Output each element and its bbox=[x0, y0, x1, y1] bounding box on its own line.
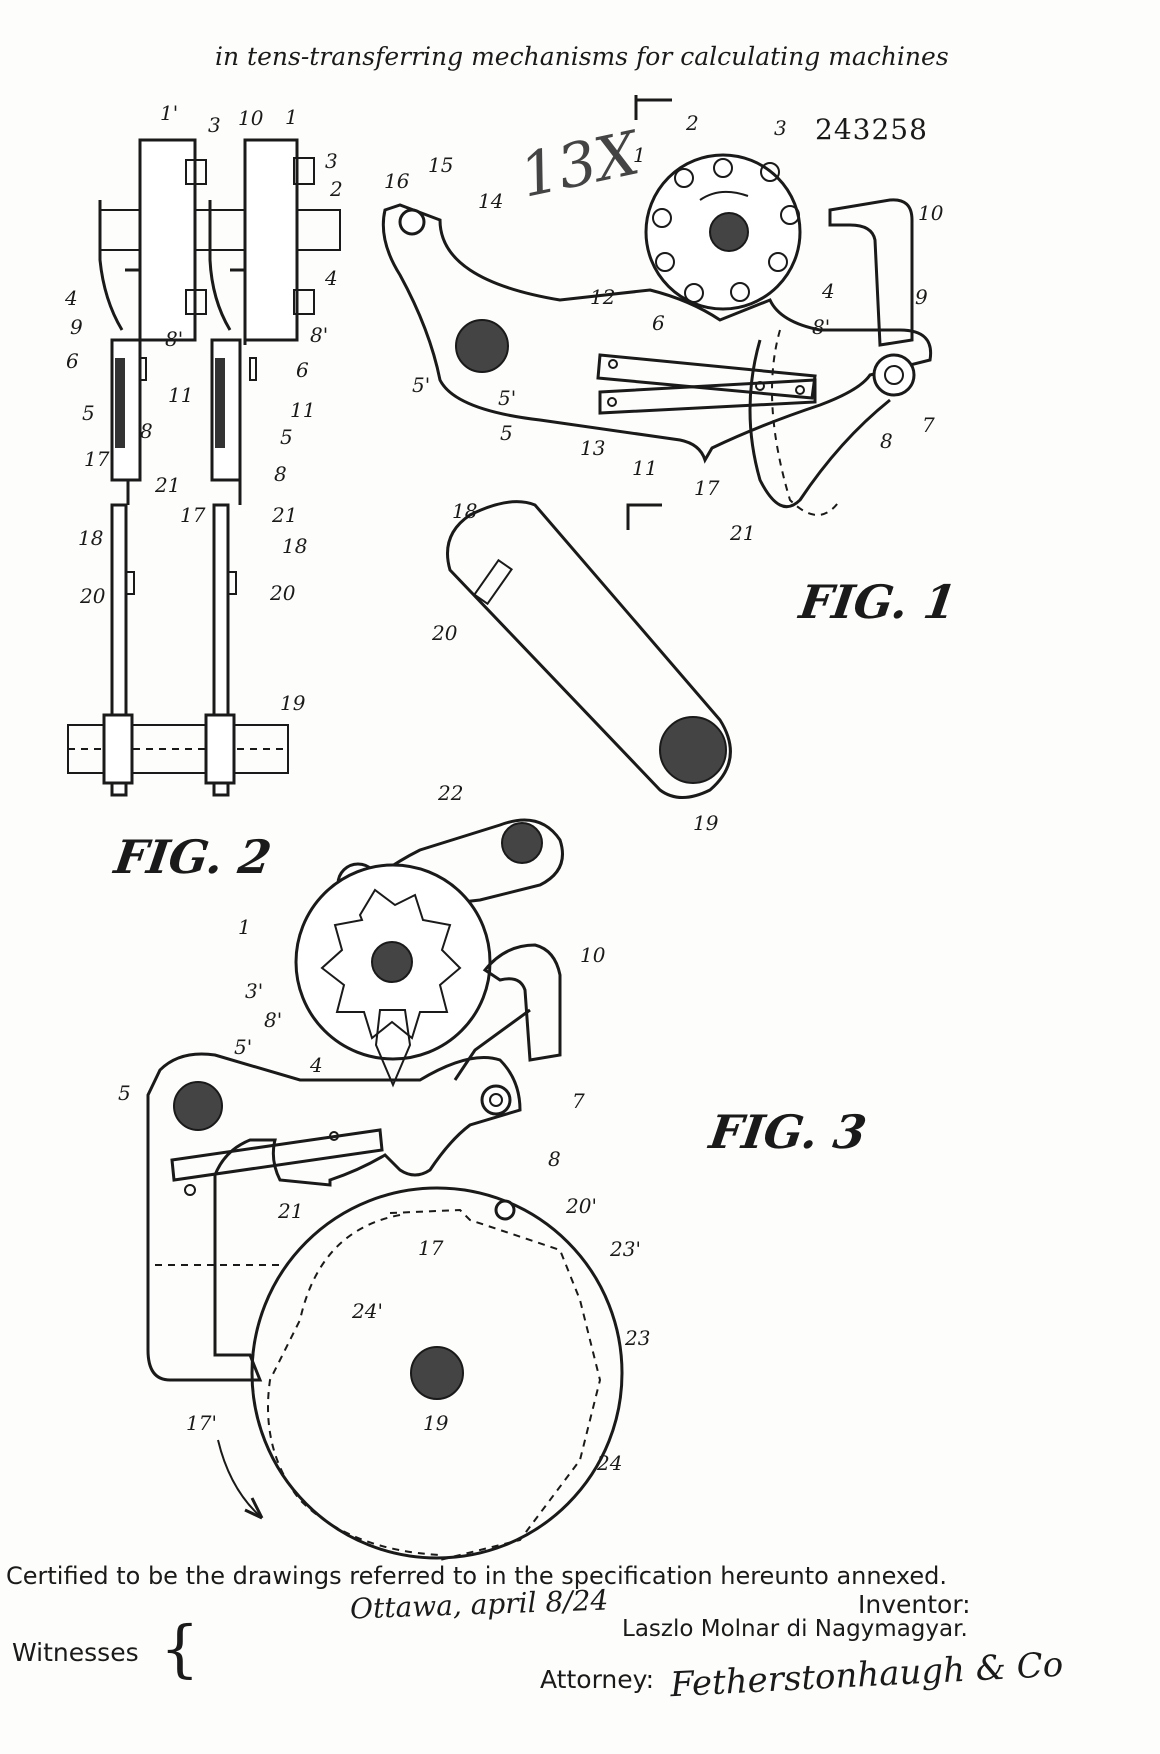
fig1-caption: FIG. 1 bbox=[796, 575, 960, 629]
ref-label: 18 bbox=[78, 526, 103, 550]
ref-label: 9 bbox=[70, 315, 83, 339]
certification-statement: Certified to be the drawings referred to… bbox=[6, 1562, 948, 1590]
ref-label: 20' bbox=[565, 1194, 597, 1218]
fig3-drawing bbox=[146, 818, 624, 1561]
ref-label: 14 bbox=[478, 189, 503, 213]
ref-label: 3 bbox=[208, 113, 221, 137]
witnesses-brace: { bbox=[160, 1612, 200, 1685]
ref-label: 5 bbox=[500, 421, 513, 445]
inventor-label: Inventor: bbox=[858, 1590, 971, 1619]
ref-label: 22 bbox=[437, 781, 463, 805]
ref-label: 6 bbox=[652, 311, 665, 335]
ref-label: 8 bbox=[274, 462, 287, 486]
inventor-name: Laszlo Molnar di Nagymagyar. bbox=[622, 1616, 968, 1642]
ref-label: 8' bbox=[264, 1008, 282, 1032]
patent-number: 243258 bbox=[815, 113, 928, 146]
ref-label: 21 bbox=[729, 521, 755, 545]
ref-label: 21 bbox=[271, 503, 297, 527]
ref-label: 17' bbox=[186, 1411, 217, 1435]
ref-label: 4 bbox=[324, 266, 338, 290]
ref-label: 5 bbox=[82, 401, 95, 425]
ref-label: 7 bbox=[922, 413, 935, 437]
drawing-title: in tens-transferring mechanisms for calc… bbox=[215, 42, 949, 71]
ref-label: 8 bbox=[140, 419, 153, 443]
ref-label: 10 bbox=[918, 201, 944, 225]
ref-label: 5 bbox=[280, 425, 293, 449]
ref-label: 5' bbox=[234, 1035, 252, 1059]
ref-label: 20 bbox=[431, 621, 458, 645]
ref-label: 16 bbox=[384, 169, 410, 193]
ref-label: 21 bbox=[154, 473, 180, 497]
reference-numerals: 1' 3 10 1 3 2 4 4 9 8' 8' 6 6 11 11 5 5 … bbox=[64, 101, 944, 1475]
ref-label: 24 bbox=[596, 1451, 622, 1475]
ref-label: 3 bbox=[325, 149, 338, 173]
ref-label: 5' bbox=[412, 373, 430, 397]
fig2-drawing bbox=[67, 138, 341, 797]
fig1-drawing bbox=[381, 95, 933, 799]
fig2-caption: FIG. 2 bbox=[111, 830, 275, 884]
ref-label: 8 bbox=[880, 429, 893, 453]
ref-label: 6 bbox=[296, 358, 309, 382]
ref-label: 10 bbox=[580, 943, 606, 967]
attorney-label: Attorney: bbox=[540, 1665, 655, 1694]
ref-label: 15 bbox=[428, 153, 453, 177]
ref-label: 18 bbox=[452, 499, 477, 523]
ref-label: 17 bbox=[84, 447, 110, 471]
ref-label: 19 bbox=[280, 691, 306, 715]
ref-label: 1 bbox=[238, 915, 251, 939]
fig3-caption: FIG. 3 bbox=[706, 1105, 870, 1159]
ref-label: 8' bbox=[310, 323, 328, 347]
ref-label: 4 bbox=[821, 279, 835, 303]
ref-label: 9 bbox=[915, 285, 928, 309]
ref-label: 19 bbox=[423, 1411, 449, 1435]
ref-label: 12 bbox=[590, 285, 615, 309]
ref-label: 5' bbox=[498, 386, 516, 410]
ref-label: 20 bbox=[269, 581, 296, 605]
ref-label: 4 bbox=[64, 286, 78, 310]
ref-label: 7 bbox=[572, 1089, 585, 1113]
ref-label: 8 bbox=[548, 1147, 561, 1171]
ref-label: 17 bbox=[180, 503, 206, 527]
ref-label: 2 bbox=[329, 177, 343, 201]
ref-label: 24' bbox=[351, 1299, 383, 1323]
ref-label: 17 bbox=[418, 1236, 444, 1260]
ref-label: 23 bbox=[624, 1326, 650, 1350]
ref-label: 13 bbox=[580, 436, 605, 460]
ref-label: 20 bbox=[79, 584, 106, 608]
ref-label: 23' bbox=[609, 1237, 641, 1261]
ref-label: 11 bbox=[290, 398, 315, 422]
ref-label: 8' bbox=[812, 315, 830, 339]
ref-label: 1 bbox=[285, 105, 298, 129]
ref-label: 11 bbox=[632, 456, 657, 480]
witnesses-label: Witnesses bbox=[12, 1638, 139, 1667]
ref-label: 11 bbox=[168, 383, 193, 407]
ref-label: 1' bbox=[160, 101, 178, 125]
ref-label: 8' bbox=[165, 327, 183, 351]
ref-label: 5 bbox=[118, 1081, 131, 1105]
ref-label: 2 bbox=[685, 111, 699, 135]
ref-label: 4 bbox=[309, 1053, 323, 1077]
ref-label: 19 bbox=[693, 811, 719, 835]
ref-label: 21 bbox=[277, 1199, 303, 1223]
ref-label: 3' bbox=[245, 979, 263, 1003]
ref-label: 1 bbox=[633, 143, 646, 167]
ref-label: 6 bbox=[66, 349, 79, 373]
ref-label: 10 bbox=[238, 106, 264, 130]
ref-label: 18 bbox=[282, 534, 307, 558]
ref-label: 3 bbox=[774, 116, 787, 140]
ref-label: 17 bbox=[694, 476, 720, 500]
